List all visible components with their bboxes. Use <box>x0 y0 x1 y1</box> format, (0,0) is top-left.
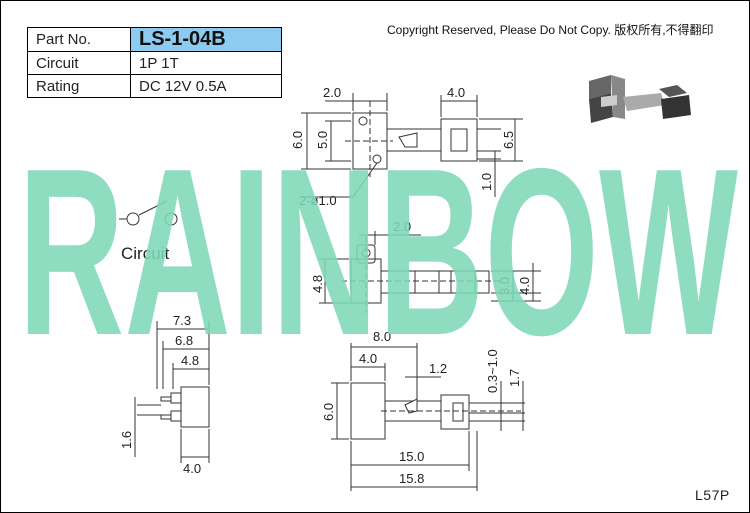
part-no-label: Part No. <box>27 27 131 52</box>
rainbow-watermark: RAINBOW <box>18 129 738 359</box>
rating-label: Rating <box>27 74 131 98</box>
dim-bot-17: 1.7 <box>507 369 522 387</box>
top-view <box>301 93 523 198</box>
front-view <box>331 343 525 491</box>
rating-row: Rating DC 12V 0.5A <box>27 74 282 98</box>
dim-left-68: 6.8 <box>175 333 193 348</box>
dim-top-w2: 4.0 <box>447 85 465 100</box>
dim-mid-w: 2.0 <box>393 219 411 234</box>
dim-top-w: 2.0 <box>323 85 341 100</box>
dim-mid-h48: 4.8 <box>310 275 325 293</box>
dim-bot-158: 15.8 <box>399 471 424 486</box>
watermark-text: RAINBOW <box>18 129 738 359</box>
dim-top-t1: 1.0 <box>479 173 494 191</box>
dim-bot-60: 6.0 <box>321 403 336 421</box>
dim-bot-150: 15.0 <box>399 449 424 464</box>
dim-bot-40: 4.0 <box>359 351 377 366</box>
dim-left-16: 1.6 <box>119 431 134 449</box>
dim-top-h6: 6.0 <box>290 131 305 149</box>
circuit-caption: Circuit <box>121 244 169 263</box>
copyright-notice: Copyright Reserved, Please Do Not Copy. … <box>387 23 714 37</box>
side-view <box>319 231 541 313</box>
dim-left-48: 4.8 <box>181 353 199 368</box>
circuit-schematic <box>119 200 178 226</box>
circuit-label: Circuit <box>27 51 131 75</box>
part-no-row: Part No. LS-1-04B <box>27 27 282 52</box>
end-view <box>134 321 210 463</box>
dim-top-h65: 6.5 <box>501 131 516 149</box>
dim-left-40: 4.0 <box>183 461 201 476</box>
dim-top-h5: 5.0 <box>315 131 330 149</box>
dim-mid-h4: 4.0 <box>517 277 532 295</box>
dim-bot-0310: 0.3~1.0 <box>485 349 500 393</box>
dim-left-73: 7.3 <box>173 313 191 328</box>
model-code: L57P <box>695 487 730 503</box>
rating-value: DC 12V 0.5A <box>130 74 282 98</box>
part-no-value: LS-1-04B <box>130 27 282 52</box>
spec-table: Part No. LS-1-04B Circuit 1P 1T Rating D… <box>27 27 282 98</box>
dim-bot-80: 8.0 <box>373 329 391 344</box>
dim-mid-h3: 3.0 <box>497 277 512 295</box>
dim-holes: 2-ø1.0 <box>299 193 337 208</box>
product-render-icon <box>589 75 691 123</box>
dim-bot-12: 1.2 <box>429 361 447 376</box>
